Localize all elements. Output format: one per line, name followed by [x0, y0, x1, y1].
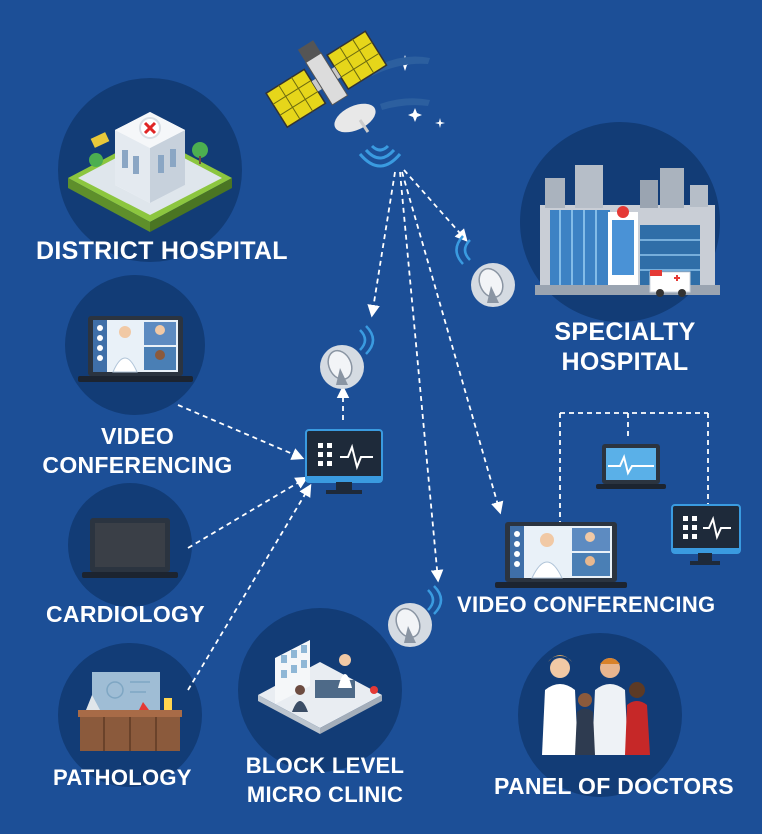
laptop-icon: [82, 518, 178, 578]
specialty-hospital-label: SPECIALTY HOSPITAL: [540, 317, 710, 377]
block-level-label-line1: BLOCK LEVEL: [245, 753, 405, 778]
laptop-video-call-icon: [78, 316, 193, 382]
district-hospital-label: DISTRICT HOSPITAL: [36, 237, 288, 265]
satellite-dish-icon: [455, 235, 515, 307]
block-level-clinic-label: BLOCK LEVEL MICRO CLINIC: [235, 752, 415, 809]
lab-equipment-icon: [78, 672, 182, 751]
satellite-dish-icon: [320, 325, 375, 389]
cardiology-label: CARDIOLOGY: [46, 601, 205, 627]
satellite-icon: [265, 30, 445, 168]
panel-of-doctors-label: PANEL OF DOCTORS: [494, 773, 734, 799]
doctors-group-icon: [542, 655, 650, 755]
monitor-heartbeat-icon: [305, 429, 383, 494]
satellite-dish-icon: [388, 585, 443, 647]
block-level-label-line2: MICRO CLINIC: [246, 781, 404, 807]
clinic-room-icon: [258, 640, 382, 734]
video-conferencing-right-label: VIDEO CONFERENCING: [457, 592, 716, 617]
pathology-label: PATHOLOGY: [53, 765, 192, 790]
video-conferencing-left-line1: VIDEO: [100, 423, 175, 449]
video-conferencing-left-label: VIDEO CONFERENCING: [30, 422, 245, 481]
ambulance-icon: [649, 270, 691, 297]
hospital-building-icon: [68, 112, 232, 232]
connection-arrows: [177, 169, 504, 691]
video-conferencing-left-line2: CONFERENCING: [42, 452, 233, 479]
laptop-video-call-icon: [495, 522, 627, 588]
specialty-hospital-label-line1: SPECIALTY: [554, 318, 696, 346]
specialty-hospital-label-line2: HOSPITAL: [561, 348, 689, 376]
city-hospital-icon: [535, 165, 720, 297]
laptop-heartbeat-icon: [596, 444, 666, 489]
monitor-heartbeat-icon: [671, 504, 741, 565]
right-network-lines: [559, 412, 709, 522]
